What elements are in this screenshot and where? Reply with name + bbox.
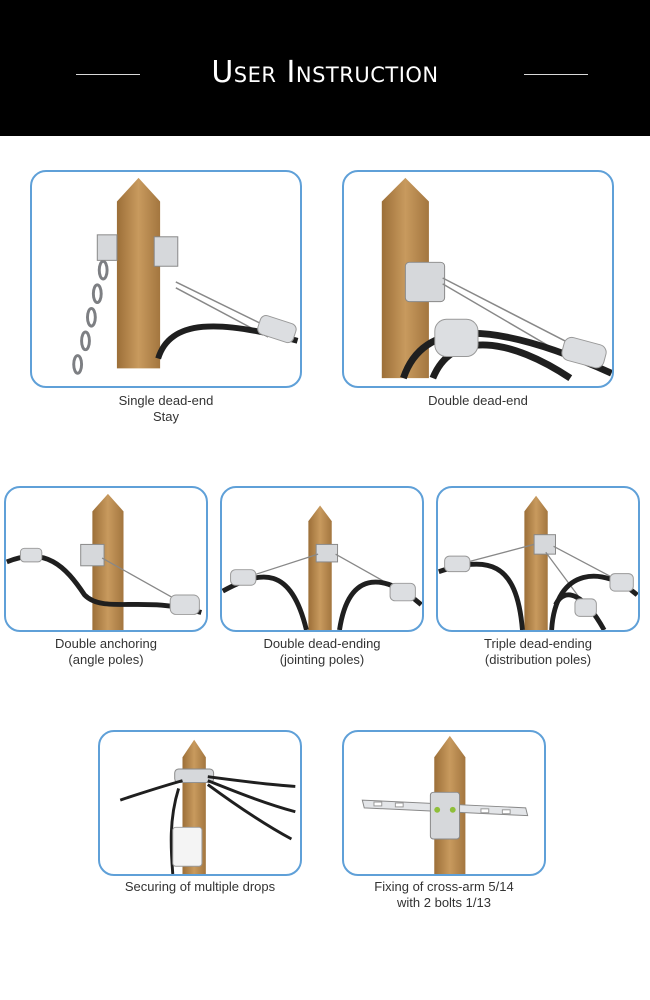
pole-illustration xyxy=(222,505,422,630)
pole-illustration xyxy=(72,177,299,375)
pole-illustration xyxy=(6,493,203,630)
illustration-triple-dead-ending xyxy=(436,486,640,632)
caption-double-anchoring: Double anchoring (angle poles) xyxy=(55,636,157,667)
illustration-cross-arm xyxy=(342,730,546,876)
header-divider-right xyxy=(524,74,588,75)
caption-double-dead-end: Double dead-end xyxy=(428,393,528,408)
caption-multiple-drops: Securing of multiple drops xyxy=(124,879,276,894)
illustration-single-dead-end xyxy=(30,170,302,388)
caption-cross-arm: Fixing of cross-arm 5/14 with 2 bolts 1/… xyxy=(374,879,514,910)
illustration-double-dead-end xyxy=(342,170,614,388)
page-title: User Instruction xyxy=(211,55,439,90)
caption-triple-dead-ending: Triple dead-ending (distribution poles) xyxy=(484,636,592,667)
illustration-multiple-drops xyxy=(98,730,302,876)
caption-single-dead-end: Single dead-end Stay xyxy=(118,393,214,424)
pole-illustration xyxy=(361,735,529,874)
illustration-double-dead-ending xyxy=(220,486,424,632)
pole-illustration xyxy=(438,495,638,630)
header-banner: User Instruction xyxy=(0,0,650,136)
caption-double-dead-ending: Double dead-ending (jointing poles) xyxy=(263,636,381,667)
pole-illustration xyxy=(119,739,296,874)
pole-illustration xyxy=(381,177,612,382)
header-divider-left xyxy=(76,74,140,75)
illustration-double-anchoring xyxy=(4,486,208,632)
